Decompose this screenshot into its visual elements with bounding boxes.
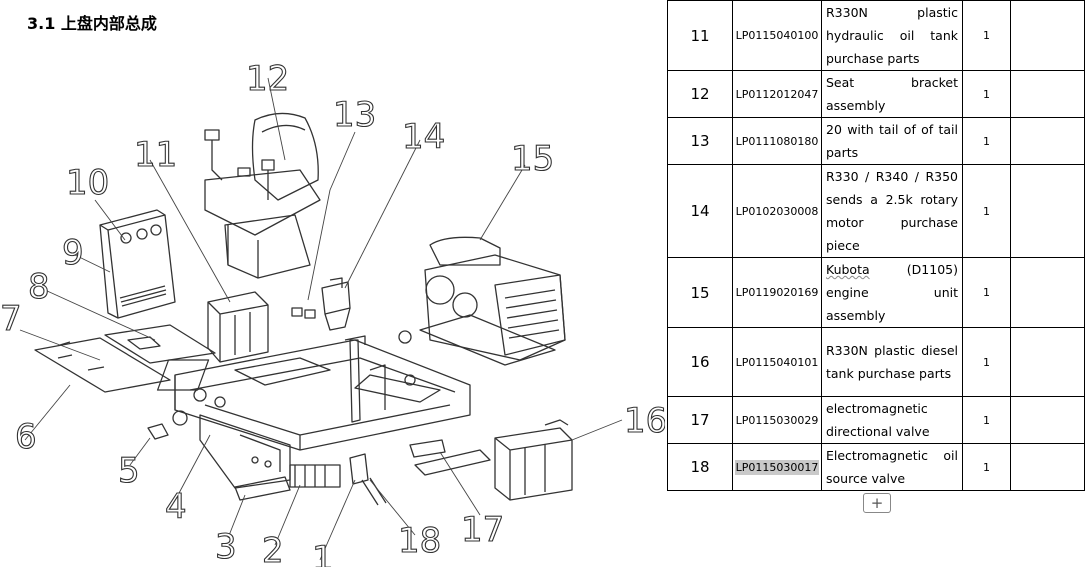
quantity: 1 <box>962 164 1011 258</box>
row-number: 18 <box>667 443 733 491</box>
callout-10: 10 <box>66 163 109 203</box>
part-description: R330N plastic diesel tank purchase parts <box>821 327 963 397</box>
callout-8: 8 <box>28 267 50 307</box>
callout-12: 12 <box>246 59 289 99</box>
table-row: 12 LP0112012047 Seat bracket assembly 1 <box>667 70 1085 118</box>
row-number: 15 <box>667 257 733 328</box>
table-row: 16 LP0115040101 R330N plastic diesel tan… <box>667 327 1085 397</box>
callout-4: 4 <box>165 487 187 527</box>
brand-word: Kubota <box>826 262 870 277</box>
row-number: 12 <box>667 70 733 118</box>
diesel-tank <box>494 419 573 501</box>
quantity: 1 <box>962 327 1011 397</box>
rotary-motor <box>321 277 351 331</box>
table-row: 17 LP0115030029 electromagnetic directio… <box>667 396 1085 444</box>
part-description: Electromagnetic oil source valve <box>821 443 963 491</box>
cover-box <box>99 209 176 319</box>
part-code: LP0119020169 <box>732 257 822 328</box>
callout-16: 16 <box>624 401 665 441</box>
callout-17: 17 <box>461 510 504 550</box>
remark <box>1010 117 1085 165</box>
row-number: 11 <box>667 0 733 71</box>
callout-1: 1 <box>312 539 334 567</box>
seat-assembly <box>204 112 321 279</box>
part-description: 20 with tail of of tail parts <box>821 117 963 165</box>
quantity: 1 <box>962 70 1011 118</box>
part-code: LP0112012047 <box>732 70 822 118</box>
part-code: LP0102030008 <box>732 164 822 258</box>
exploded-assembly-drawing: 1 2 3 4 5 6 7 8 9 10 11 12 13 14 15 16 1… <box>0 40 665 567</box>
callout-9: 9 <box>62 233 84 273</box>
part-description: Kubota (D1105) engine unit assembly <box>821 257 963 328</box>
small-parts-13 <box>291 307 316 319</box>
quantity: 1 <box>962 257 1011 328</box>
quantity: 1 <box>962 396 1011 444</box>
section-heading: 3.1 上盘内部总成 <box>27 14 157 33</box>
remark <box>1010 443 1085 491</box>
table-row: 11 LP0115040100 R330N plastic hydraulic … <box>667 0 1085 71</box>
row-number: 17 <box>667 396 733 444</box>
part-code: LP0115040101 <box>732 327 822 397</box>
callout-13: 13 <box>333 95 376 135</box>
callout-6: 6 <box>15 417 37 457</box>
add-row-button[interactable]: + <box>863 493 891 513</box>
engine-unit <box>398 236 566 366</box>
remark <box>1010 396 1085 444</box>
table-row: 15 LP0119020169 Kubota (D1105) engine un… <box>667 257 1085 328</box>
row-number: 13 <box>667 117 733 165</box>
part-code: LP0115030029 <box>732 396 822 444</box>
callout-2: 2 <box>262 531 284 567</box>
remark <box>1010 327 1085 397</box>
part-description: R330 / R340 / R350 sends a 2.5k rotary m… <box>821 164 963 258</box>
part-description: electromagnetic directional valve <box>821 396 963 444</box>
hydraulic-tank <box>207 291 269 363</box>
part-code: LP0111080180 <box>732 117 822 165</box>
table-row: 14 LP0102030008 R330 / R340 / R350 sends… <box>667 164 1085 258</box>
quantity: 1 <box>962 0 1011 71</box>
row-number: 16 <box>667 327 733 397</box>
base-frame <box>156 339 471 451</box>
part-code: LP0115040100 <box>732 0 822 71</box>
callout-5: 5 <box>118 451 140 491</box>
callout-14: 14 <box>402 117 445 157</box>
parts-table: 11 LP0115040100 R330N plastic hydraulic … <box>667 0 1085 491</box>
remark <box>1010 257 1085 328</box>
callout-18: 18 <box>398 521 441 561</box>
table-row: 18 LP0115030017 Electromagnetic oil sour… <box>667 443 1085 491</box>
remark <box>1010 70 1085 118</box>
table-row: 13 LP0111080180 20 with tail of of tail … <box>667 117 1085 165</box>
part-description: R330N plastic hydraulic oil tank purchas… <box>821 0 963 71</box>
callout-15: 15 <box>511 139 554 179</box>
callout-7: 7 <box>0 299 22 339</box>
pillar <box>344 335 386 423</box>
remark <box>1010 0 1085 71</box>
remark <box>1010 164 1085 258</box>
callout-3: 3 <box>215 527 237 567</box>
side-panel <box>199 414 291 489</box>
valves <box>289 439 491 488</box>
part-description: Seat bracket assembly <box>821 70 963 118</box>
quantity: 1 <box>962 117 1011 165</box>
callout-11: 11 <box>134 135 177 175</box>
quantity: 1 <box>962 443 1011 491</box>
part-code: LP0115030017 <box>732 443 822 491</box>
highlighted-code[interactable]: LP0115030017 <box>734 459 820 475</box>
row-number: 14 <box>667 164 733 258</box>
description-rest: (D1105) engine unit assembly <box>826 262 958 323</box>
